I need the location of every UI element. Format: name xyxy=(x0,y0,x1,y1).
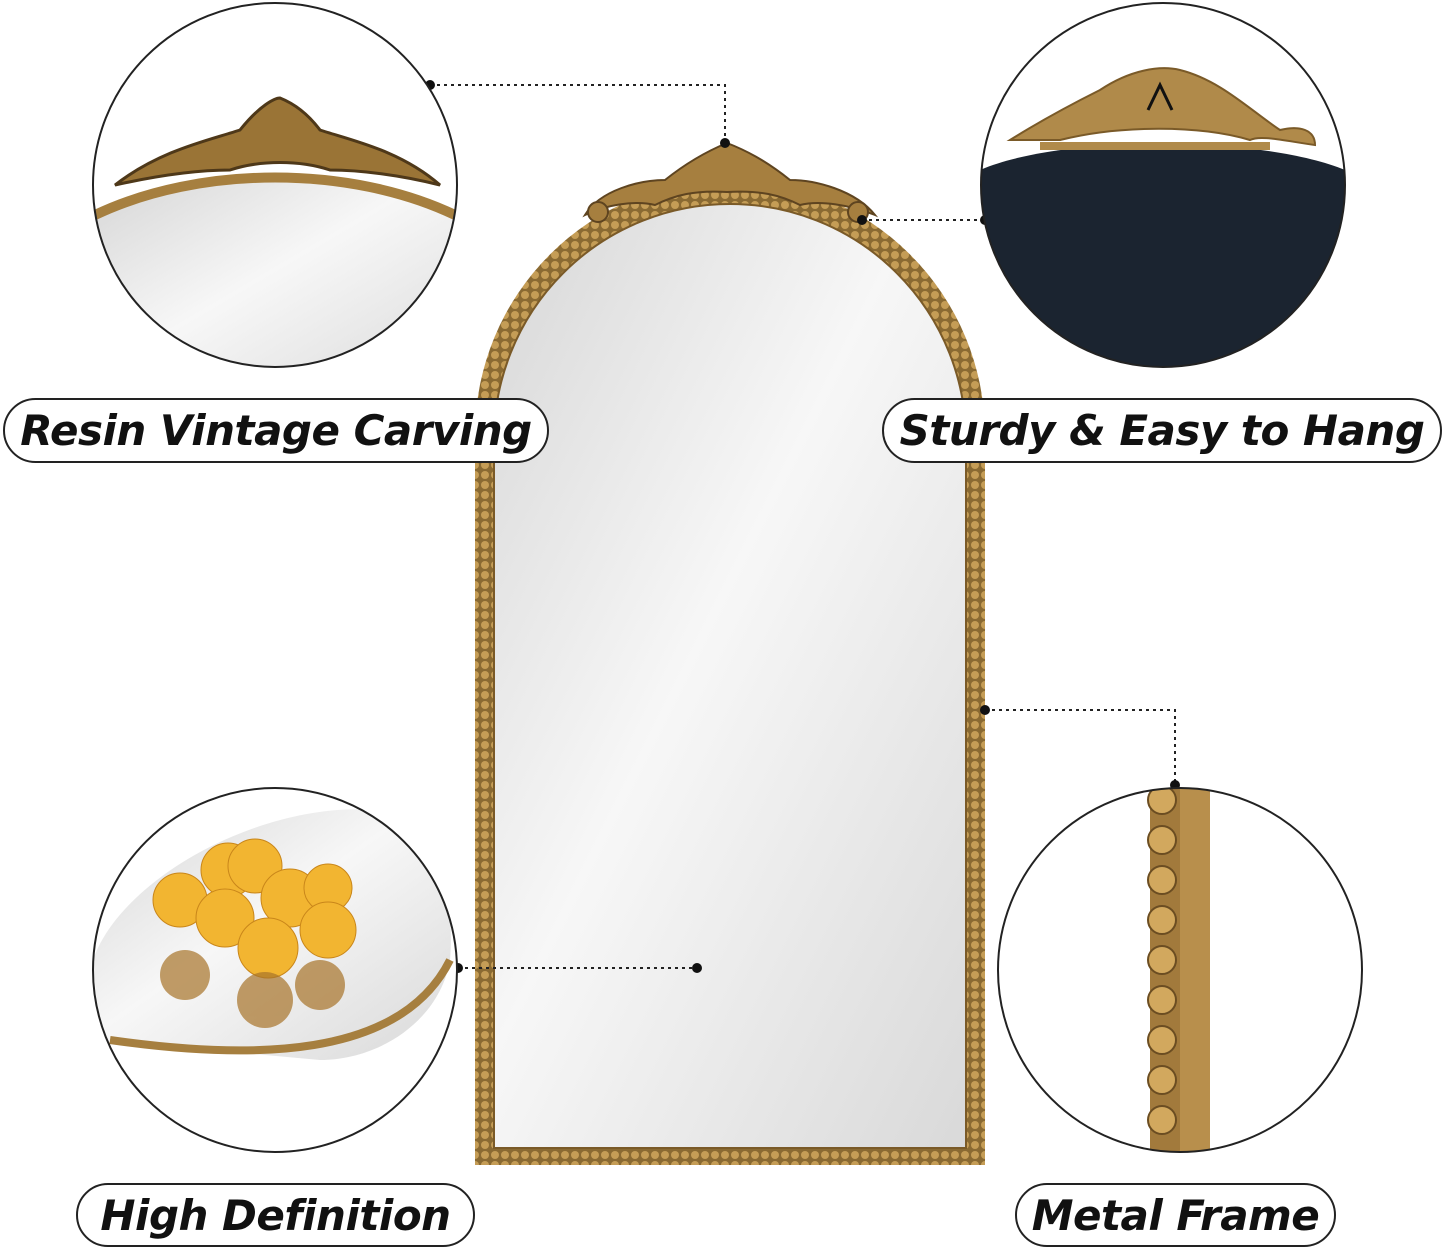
frame-bead xyxy=(1147,945,1177,975)
frame-edge-closeup xyxy=(997,787,1363,1153)
hanging-closeup xyxy=(980,2,1346,368)
feature-label-hd: High Definition xyxy=(76,1183,475,1247)
reflection-closeup xyxy=(92,787,458,1153)
frame-bead xyxy=(1147,905,1177,935)
frame-bead xyxy=(1147,985,1177,1015)
frame-bead xyxy=(1147,1065,1177,1095)
feature-label-frame: Metal Frame xyxy=(1015,1183,1336,1247)
feature-label-hang: Sturdy & Easy to Hang xyxy=(882,398,1442,463)
frame-bead xyxy=(1147,1025,1177,1055)
frame-bead xyxy=(1147,1105,1177,1135)
arched-mirror xyxy=(475,141,985,1165)
frame-bead xyxy=(1147,865,1177,895)
ornate-crown xyxy=(582,141,879,223)
feature-label-carving: Resin Vintage Carving xyxy=(3,398,549,463)
frame-bead xyxy=(1147,825,1177,855)
frame-bead xyxy=(1147,788,1177,815)
carving-closeup xyxy=(92,2,458,368)
callout-lines xyxy=(430,84,1176,969)
